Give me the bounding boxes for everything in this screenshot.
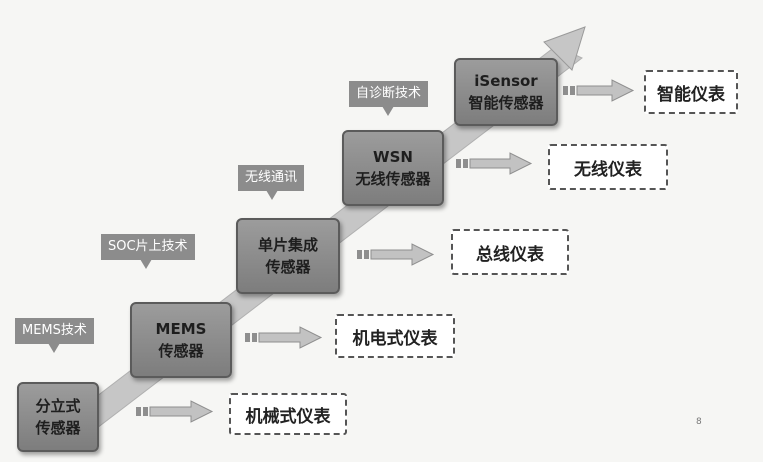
tech-callout: SOC片上技术 [101,234,195,269]
result-arrow [245,326,323,349]
tech-callout: MEMS技术 [15,318,94,353]
stage-line2: 智能传感器 [468,94,544,112]
instrument-box: 机械式仪表 [229,393,347,435]
stage-box: 分立式 传感器 [17,382,99,452]
stage-box: MEMS 传感器 [130,302,232,378]
tech-callout: 自诊断技术 [349,81,429,116]
result-arrow [456,152,533,175]
stage-line1: 单片集成 [257,236,318,254]
result-arrow [136,400,214,423]
stage-line1: iSensor [474,72,538,90]
stage-line2: 传感器 [265,258,311,276]
stage-box: WSN 无线传感器 [342,130,444,206]
stage-line1: MEMS [155,320,207,338]
instrument-box: 机电式仪表 [335,314,455,358]
result-arrow [563,79,635,102]
stage-line2: 传感器 [35,419,81,437]
evolution-arrowhead [543,26,586,71]
stage-line2: 传感器 [158,342,204,360]
instrument-box: 智能仪表 [644,70,738,114]
tech-callout: 无线通讯 [238,165,305,200]
result-arrow [357,243,435,266]
stage-line1: 分立式 [35,397,81,415]
stage-box: iSensor 智能传感器 [454,58,558,126]
stage-box: 单片集成 传感器 [236,218,340,294]
stage-line1: WSN [373,148,413,166]
page-number: 8 [696,417,702,427]
stage-line2: 无线传感器 [355,170,431,188]
instrument-box: 总线仪表 [451,229,569,275]
instrument-box: 无线仪表 [548,144,668,190]
